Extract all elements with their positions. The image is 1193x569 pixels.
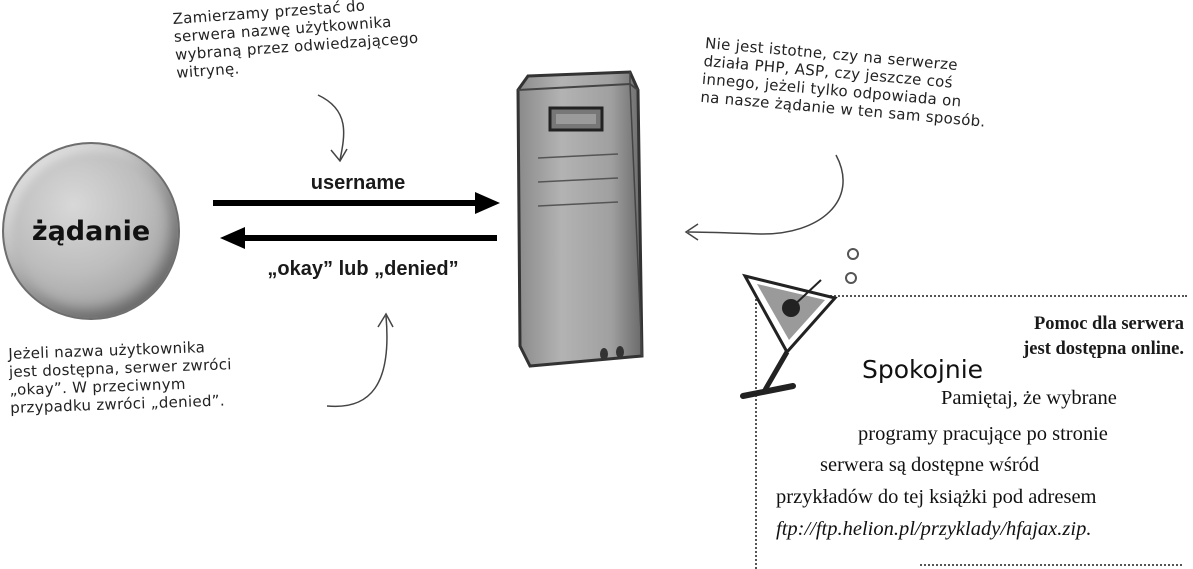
note-bottom: Jeżeli nazwa użytkownika jest dostępna, … <box>8 338 232 417</box>
tip-text-line: programy pracujące po stronie <box>858 423 1108 445</box>
tip-label: Spokojnie <box>862 355 984 384</box>
tip-text-line: Pamiętaj, że wybrane <box>941 387 1117 409</box>
arrow-to-client-label: „okay” lub „denied” <box>267 258 459 280</box>
arrow-to-server-head <box>475 192 500 214</box>
arrow-to-client-head <box>220 227 245 249</box>
top-note-pointer <box>317 94 345 161</box>
tip-heading: Pomoc dla serwera jest dostępna online. <box>1023 314 1184 359</box>
tip-box <box>755 295 1187 569</box>
tip-ftp-link-text: ftp://ftp.helion.pl/przyklady/hfajax.zip… <box>776 518 1092 540</box>
arrow-to-server-label: username <box>310 172 406 194</box>
bottom-note-pointer <box>326 315 388 408</box>
tip-text-line: przykładów do tej książki pod adresem <box>776 486 1097 508</box>
right-note-pointer <box>687 154 844 235</box>
cocktail-icon <box>740 248 859 399</box>
server-icon <box>516 70 644 368</box>
right-note-pointer-head <box>684 223 699 241</box>
tip-box-bottom-border <box>920 564 1182 566</box>
request-label: żądanie <box>31 215 151 247</box>
top-note-pointer-head <box>330 148 348 163</box>
bottom-note-pointer-head <box>377 312 394 328</box>
request-bubble: żądanie <box>2 142 180 320</box>
tip-text-line: serwera są dostępne wśród <box>820 454 1040 476</box>
